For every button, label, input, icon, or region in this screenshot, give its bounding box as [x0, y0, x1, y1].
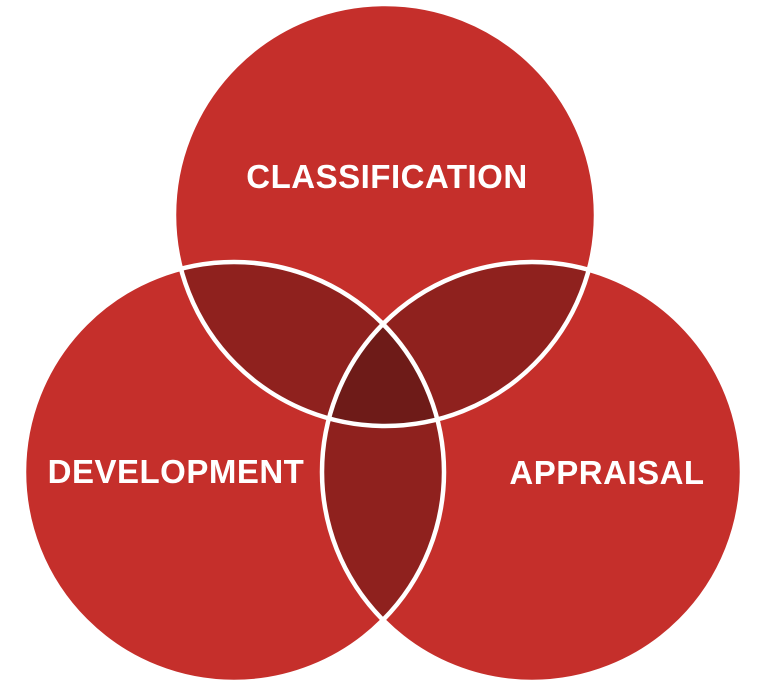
- classification-circle-outline: [171, 1, 599, 429]
- classification-label: CLASSIFICATION: [246, 158, 527, 195]
- classification-development-overlap: [174, 262, 444, 426]
- appraisal-circle-outline: [319, 259, 745, 685]
- development-label: DEVELOPMENT: [48, 453, 305, 490]
- classification-appraisal-overlap: [322, 262, 596, 426]
- development-circle-outline: [21, 259, 447, 685]
- appraisal-label: APPRAISAL: [509, 454, 704, 491]
